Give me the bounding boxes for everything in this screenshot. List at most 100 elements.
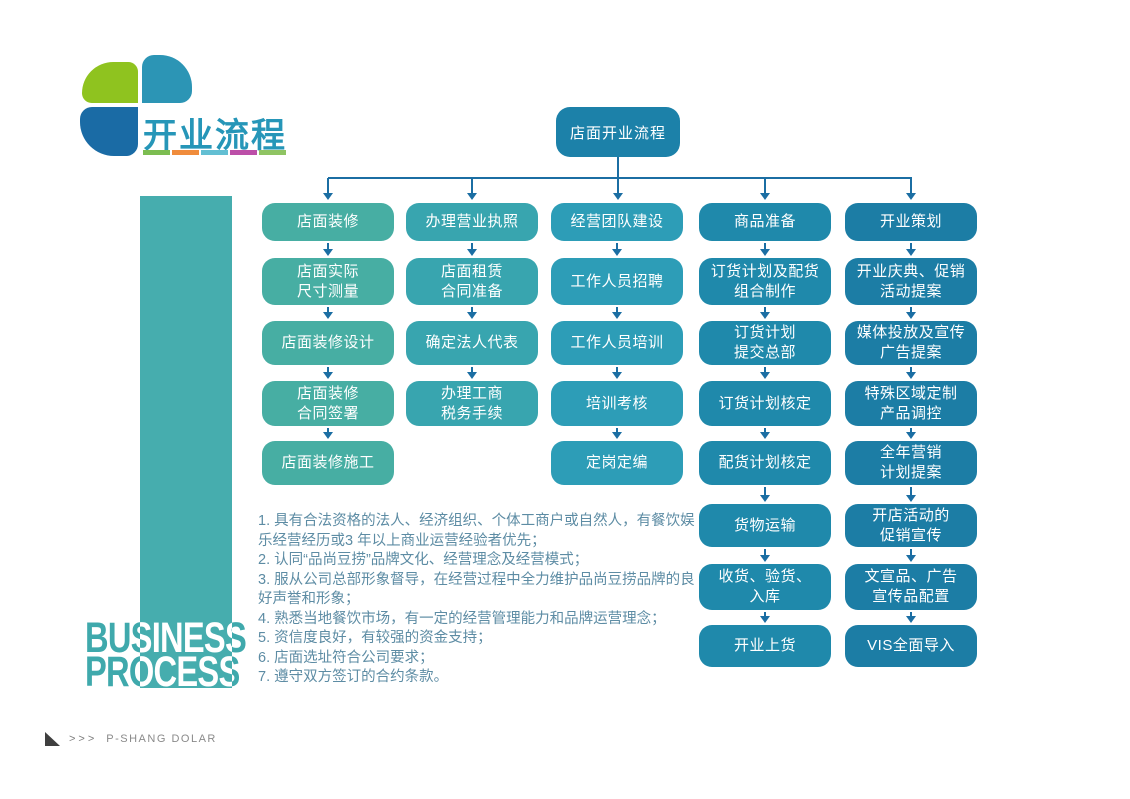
footer-triangle-icon (45, 732, 60, 746)
flow-node-label: 收货、验货、 (718, 568, 812, 585)
flow-node-label: 办理营业执照 (425, 213, 519, 230)
footer-brand-label: P-SHANG DOLAR (106, 733, 217, 745)
flow-node-label: 宣传品配置 (872, 588, 950, 605)
flow-node-label: 产品调控 (879, 404, 942, 422)
flow-column: 店面装修店面实际尺寸测量店面装修设计店面装修合同签署店面装修施工 (262, 0, 394, 700)
flow-node: 定岗定编 (551, 441, 683, 485)
requirement-item: 7. 遵守双方签订的合约条款。 (258, 669, 449, 685)
flow-node: 媒体投放及宣传广告提案 (845, 321, 977, 365)
flow-node: 开业策划 (845, 203, 977, 241)
flow-node: 办理营业执照 (406, 203, 538, 241)
tree-drop-line (467, 178, 477, 200)
flowchart-columns: 店面装修店面实际尺寸测量店面装修设计店面装修合同签署店面装修施工办理营业执照店面… (262, 0, 977, 700)
requirement-item: 1. 具有合法资格的法人、经济组织、个体工商户或自然人，有餐饮娱乐经营经历或3 … (258, 513, 695, 549)
flow-node: 开业庆典、促销活动提案 (845, 258, 977, 305)
flow-arrow (906, 428, 916, 439)
flow-node: 店面装修设计 (262, 321, 394, 365)
flow-node-label: 店面实际 (296, 262, 359, 280)
flow-arrow (906, 307, 916, 319)
requirement-item: 6. 店面选址符合公司要求； (258, 649, 434, 666)
side-bar (140, 196, 232, 688)
flow-node-label: 店面装修 (296, 384, 359, 402)
flow-node-label: 组合制作 (733, 282, 796, 300)
flow-arrow (612, 428, 622, 439)
flow-node-label: 经营团队建设 (570, 213, 664, 230)
requirement-item: 3. 服从公司总部形象督导，在经营过程中全力维护品尚豆捞品牌的良好声誉和形象； (258, 571, 695, 608)
flow-arrow (906, 612, 916, 623)
flow-arrow (760, 612, 770, 623)
flow-node-label: 定岗定编 (585, 454, 648, 471)
side-caption: BUSINESS PROCESS (85, 614, 247, 696)
page-title: 开业流程 (143, 117, 287, 155)
flow-node-label: 开业策划 (879, 213, 942, 230)
flow-node: 货物运输 (699, 504, 831, 547)
flow-arrow (612, 367, 622, 379)
flow-node-label: 订货计划核定 (718, 394, 812, 412)
flow-node: 店面装修 (262, 203, 394, 241)
flow-arrow (760, 487, 770, 502)
flow-node-label: 合同准备 (440, 282, 503, 300)
flow-column: 经营团队建设工作人员招聘工作人员培训培训考核定岗定编 (551, 0, 683, 700)
footer-chevrons: >>> (69, 733, 98, 745)
flow-node-label: 活动提案 (879, 282, 942, 300)
flow-arrow (323, 307, 333, 319)
footer: >>> P-SHANG DOLAR (45, 732, 217, 746)
flow-node-label: 确定法人代表 (425, 334, 519, 351)
flow-node-label: 促销宣传 (879, 526, 942, 544)
flow-node: 商品准备 (699, 203, 831, 241)
flow-node-label: 入库 (749, 588, 781, 605)
flow-node: 工作人员招聘 (551, 258, 683, 305)
flow-node: 特殊区域定制产品调控 (845, 381, 977, 426)
tree-drop-line (906, 178, 916, 200)
flow-arrow (467, 243, 477, 256)
flow-node-label: 计划提案 (879, 464, 942, 481)
flow-node-label: 培训考核 (585, 394, 648, 412)
flow-node-label: 提交总部 (733, 344, 796, 361)
tree-drop-line (760, 178, 770, 200)
flow-node-label: 订货计划 (733, 324, 796, 341)
flow-arrow (612, 243, 622, 256)
flow-root-node: 店面开业流程 (556, 107, 680, 157)
flow-node: 工作人员培训 (551, 321, 683, 365)
flow-node-label: 办理工商 (440, 384, 503, 402)
flow-arrow (612, 307, 622, 319)
side-caption-overlay: BUSINESS PROCESS (140, 614, 232, 689)
flow-node: 配货计划核定 (699, 441, 831, 485)
requirement-item: 5. 资信度良好，有较强的资金支持； (258, 630, 492, 646)
flow-arrow (323, 428, 333, 439)
flow-column: 开业策划开业庆典、促销活动提案媒体投放及宣传广告提案特殊区域定制产品调控全年营销… (845, 0, 977, 700)
flow-node: 确定法人代表 (406, 321, 538, 365)
flow-node-label: 开业庆典、促销 (856, 262, 966, 280)
tree-drop-line (613, 157, 623, 200)
flow-node: 订货计划及配货组合制作 (699, 258, 831, 305)
flow-node: 办理工商税务手续 (406, 381, 538, 426)
flow-node-label: 工作人员培训 (570, 334, 664, 351)
title-underline (143, 150, 286, 155)
flow-node: 订货计划提交总部 (699, 321, 831, 365)
flow-node: 开店活动的促销宣传 (845, 504, 977, 547)
flow-node: 全年营销计划提案 (845, 441, 977, 485)
flow-node: VIS全面导入 (845, 625, 977, 667)
flow-node-label: 合同签署 (296, 404, 359, 422)
flow-column: 商品准备订货计划及配货组合制作订货计划提交总部订货计划核定配货计划核定货物运输收… (699, 0, 831, 700)
flow-node-label: 订货计划及配货 (710, 262, 820, 280)
flow-arrow (467, 367, 477, 379)
flow-node-label: 尺寸测量 (296, 282, 359, 300)
flow-arrow (906, 549, 916, 562)
tree-horizontal-line (328, 177, 912, 179)
flow-arrow (323, 243, 333, 256)
requirement-item: 2. 认同“品尚豆捞”品牌文化、经营理念及经营模式； (258, 552, 589, 568)
flow-arrow (760, 307, 770, 319)
flow-node-label: 工作人员招聘 (570, 272, 664, 290)
flow-node-label: 店面租赁 (440, 262, 503, 280)
flow-node: 店面租赁合同准备 (406, 258, 538, 305)
flow-node: 店面装修合同签署 (262, 381, 394, 426)
flow-node-label: 店面装修设计 (281, 334, 375, 351)
flow-node-label: 文宣品、广告 (864, 568, 958, 585)
flow-node: 培训考核 (551, 381, 683, 426)
flow-arrow (760, 367, 770, 379)
flow-arrow (906, 367, 916, 379)
flow-column: 办理营业执照店面租赁合同准备确定法人代表办理工商税务手续 (406, 0, 538, 700)
requirement-item: 4. 熟悉当地餐饮市场，有一定的经营管理能力和品牌运营理念； (258, 610, 666, 627)
flow-node-label: 货物运输 (733, 516, 796, 534)
